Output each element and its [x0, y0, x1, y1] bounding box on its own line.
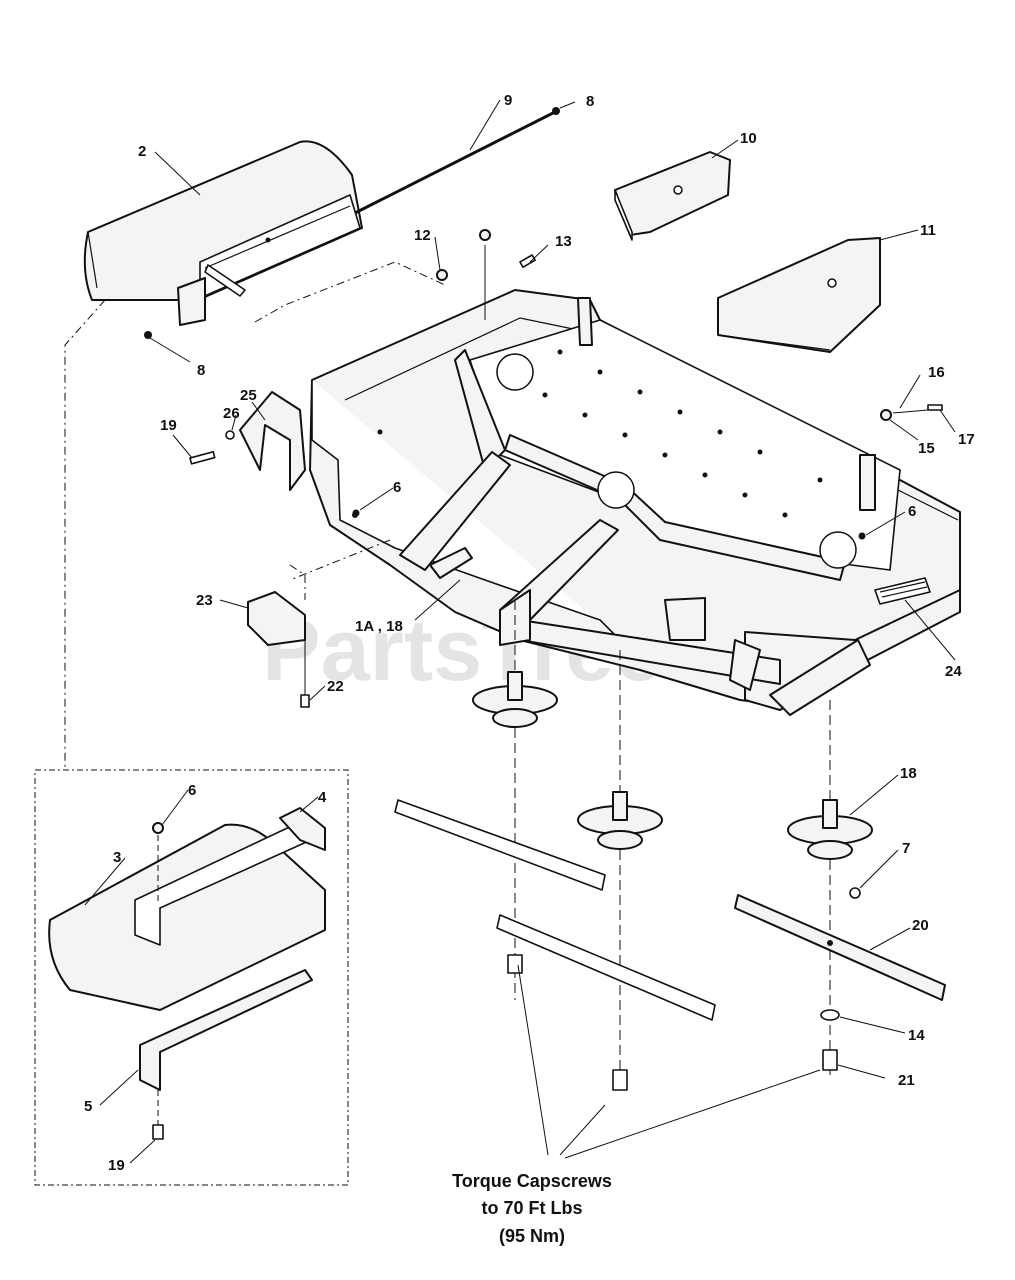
callout-8-rod: 8 [586, 93, 594, 110]
blade-center [496, 914, 716, 1021]
bracket-25 [189, 391, 306, 491]
callout-15: 15 [918, 440, 935, 457]
callout-18: 18 [900, 765, 917, 782]
torque-note-line1: Torque Capscrews [452, 1171, 612, 1191]
fasteners-upper [144, 229, 943, 540]
spindle-left [472, 671, 558, 1000]
spindle-center [577, 791, 663, 1091]
callout-leaders [84, 99, 956, 1164]
callout-13: 13 [555, 233, 572, 250]
callout-19-inset: 19 [108, 1157, 125, 1174]
alternate-chute-inset [34, 769, 349, 1186]
mower-deck-housing [309, 289, 961, 716]
torque-leaders [517, 964, 821, 1159]
deflector-block-23 [247, 591, 310, 708]
callout-20: 20 [912, 917, 929, 934]
callout-12: 12 [414, 227, 431, 244]
callout-25: 25 [240, 387, 257, 404]
callout-21: 21 [898, 1072, 915, 1089]
deflector-rod-9 [354, 107, 560, 215]
callout-1a-18: 1A , 18 [355, 618, 403, 635]
blade-20 [734, 894, 946, 1001]
callout-10: 10 [740, 130, 757, 147]
blade-left [394, 799, 606, 891]
callout-8-chute: 8 [197, 362, 205, 379]
torque-note-line3: (95 Nm) [499, 1226, 565, 1246]
callout-16: 16 [928, 364, 945, 381]
torque-note-line2: to 70 Ft Lbs [481, 1198, 582, 1218]
callout-6-deck-right: 6 [908, 503, 916, 520]
callout-2: 2 [138, 143, 146, 160]
callout-6-inset: 6 [188, 782, 196, 799]
callout-24: 24 [945, 663, 962, 680]
callout-17: 17 [958, 431, 975, 448]
callout-26: 26 [223, 405, 240, 422]
discharge-chute-2 [83, 140, 363, 326]
belt-cover-10 [614, 151, 731, 241]
callout-4: 4 [318, 789, 327, 806]
callout-9: 9 [504, 92, 512, 109]
callout-22: 22 [327, 678, 344, 695]
callout-7: 7 [902, 840, 910, 857]
spindle-right-18 [787, 799, 873, 1075]
callout-14: 14 [908, 1027, 925, 1044]
callout-3: 3 [113, 849, 121, 866]
callout-5: 5 [84, 1098, 92, 1115]
callout-23: 23 [196, 592, 213, 609]
callout-19-upper: 19 [160, 417, 177, 434]
callout-11: 11 [920, 222, 936, 239]
belt-cover-11 [717, 237, 881, 353]
callout-6-deck-left: 6 [393, 479, 401, 496]
